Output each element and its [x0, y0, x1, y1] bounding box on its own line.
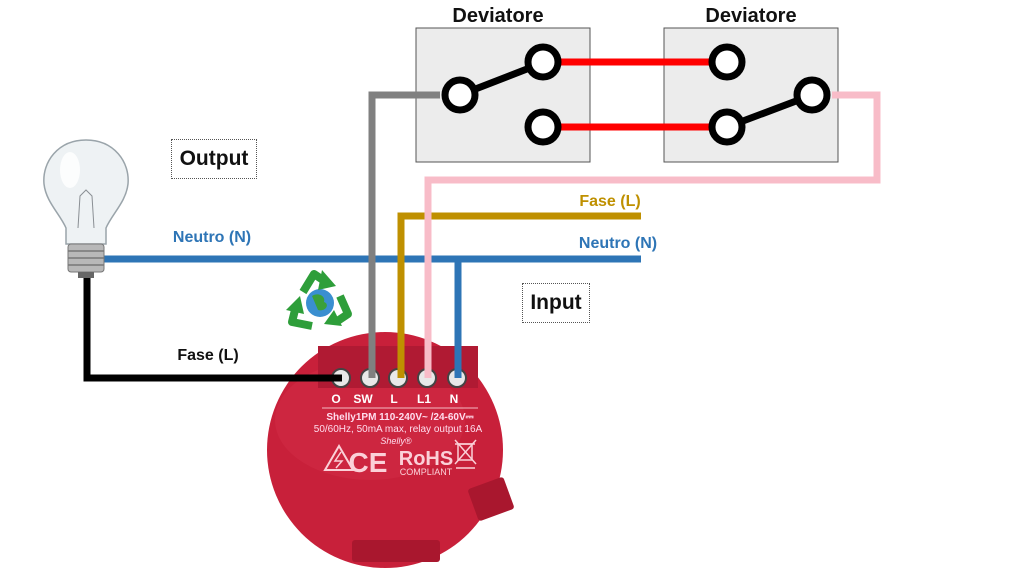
input-label: Input: [522, 283, 590, 323]
warning-icon: [323, 444, 355, 471]
device-spec-line1: Shelly1PM 110-240V~ /24-60V⎓: [326, 412, 473, 423]
l1-return-wire: [424, 91, 881, 378]
terminal-l1: L1: [417, 392, 431, 406]
device-tab-bottom: [352, 540, 440, 562]
neutral-label-left: Neutro (N): [173, 229, 251, 246]
rohs-mark: RoHS: [399, 448, 453, 470]
terminal-o: O: [331, 392, 340, 406]
switch-1-title: Deviatore: [452, 5, 543, 27]
lamp-output-wire: [83, 270, 342, 382]
switch-1-contacts: [441, 43, 562, 146]
terminal-sw: SW: [353, 392, 373, 406]
ce-mark: CE: [349, 447, 388, 478]
neutral-label-right: Neutro (N): [579, 235, 657, 252]
phase-input-wire: [397, 212, 641, 378]
output-label: Output: [171, 139, 257, 179]
shelly-device: O SW L L1 N Shelly1PM 110-240V~ /24-60V⎓…: [267, 332, 514, 568]
phase-output-label: Fase (L): [177, 347, 238, 364]
terminal-n: N: [450, 392, 459, 406]
switch-2-title: Deviatore: [705, 5, 796, 27]
device-tab-right: [468, 477, 514, 521]
weee-bin-icon: [454, 439, 477, 469]
rohs-compliant: COMPLIANT: [400, 467, 453, 477]
switch-2-contacts: [708, 43, 831, 146]
device-spec-line2: 50/60Hz, 50mA max, relay output 16A: [314, 424, 483, 435]
recycle-icon: [286, 270, 352, 330]
device-brand: Shelly®: [380, 436, 412, 446]
phase-input-label: Fase (L): [579, 193, 640, 210]
sw-wire: [368, 91, 440, 378]
terminal-l: L: [390, 392, 397, 406]
lightbulb-icon: [43, 139, 129, 278]
